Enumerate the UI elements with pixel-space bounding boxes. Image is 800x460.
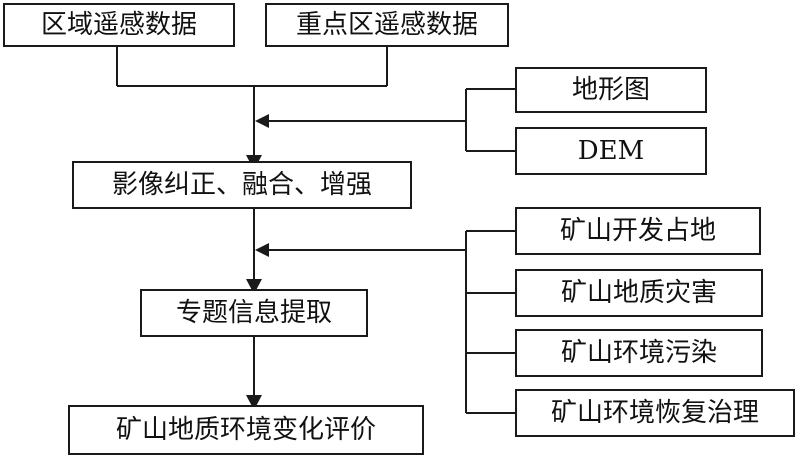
box-label: 矿山地质灾害 bbox=[560, 278, 717, 308]
arrow-left-icon bbox=[255, 114, 269, 128]
box-label: 专题信息提取 bbox=[175, 298, 332, 328]
box-label: 区域遥感数据 bbox=[40, 10, 197, 40]
box-label: 矿山开发占地 bbox=[559, 216, 716, 246]
box-regional-rs-data: 区域遥感数据 bbox=[3, 3, 235, 47]
box-label: 影像纠正、融合、增强 bbox=[111, 170, 372, 200]
box-label: 矿山环境污染 bbox=[560, 338, 717, 368]
box-mine-development: 矿山开发占地 bbox=[515, 207, 761, 255]
box-label: 地形图 bbox=[571, 75, 650, 105]
box-label: DEM bbox=[577, 136, 645, 166]
box-label: 重点区遥感数据 bbox=[295, 10, 478, 40]
box-geo-env-evaluation: 矿山地质环境变化评价 bbox=[68, 405, 424, 455]
box-key-area-rs-data: 重点区遥感数据 bbox=[265, 3, 509, 47]
box-mine-pollution: 矿山环境污染 bbox=[515, 329, 763, 377]
box-dem: DEM bbox=[515, 127, 707, 175]
box-label: 矿山地质环境变化评价 bbox=[115, 415, 376, 445]
box-terrain-map: 地形图 bbox=[515, 67, 707, 113]
box-mine-restoration: 矿山环境恢复治理 bbox=[515, 389, 795, 437]
arrow-left-icon bbox=[255, 243, 269, 257]
box-image-processing: 影像纠正、融合、增强 bbox=[72, 161, 412, 209]
arrow-down-icon bbox=[246, 279, 262, 294]
box-thematic-extraction: 专题信息提取 bbox=[140, 289, 368, 337]
box-mine-geohazard: 矿山地质灾害 bbox=[515, 269, 763, 317]
box-label: 矿山环境恢复治理 bbox=[550, 398, 759, 428]
arrow-down-icon bbox=[246, 395, 262, 410]
